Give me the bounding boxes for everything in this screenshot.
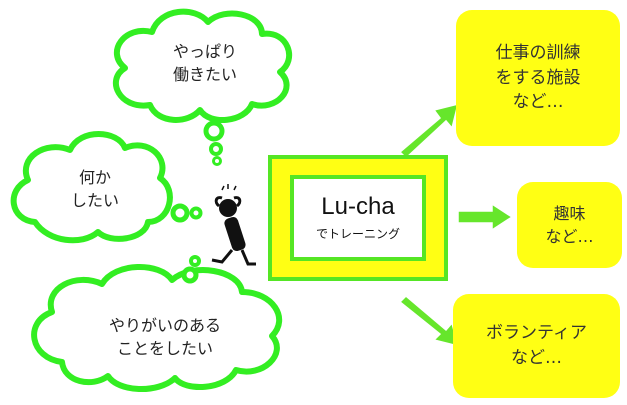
outcome-hobby-line1: 趣味 — [553, 203, 586, 223]
thought-cloud-left — [10, 131, 203, 244]
outcome-work-line3: など… — [512, 92, 564, 113]
arrow-down-right — [398, 294, 460, 348]
cloud-bottom-line1: やりがいのある — [108, 316, 221, 335]
outcome-volunteer-line2: など… — [510, 348, 562, 368]
thought-cloud-bottom — [31, 255, 283, 392]
arrow-right — [457, 202, 514, 232]
outcome-work-training: 仕事の訓練 をする施設 など… — [456, 10, 620, 146]
lucha-title: Lu-cha — [321, 193, 395, 221]
thinking-person-icon — [211, 184, 256, 266]
cloud-top-line1: やっぱり — [172, 42, 237, 61]
outcome-work-line1: 仕事の訓練 — [495, 43, 581, 64]
outcome-volunteer-line1: ボランティア — [486, 323, 587, 344]
outcome-hobby: 趣味 など… — [517, 182, 622, 268]
cloud-bottom-line2: ことをしたい — [116, 339, 213, 359]
lucha-box-inner: Lu-cha でトレーニング — [290, 175, 426, 261]
outcome-hobby-line2: など… — [545, 227, 594, 246]
outcome-work-line2: をする施設 — [495, 67, 581, 88]
lucha-box: Lu-cha でトレーニング — [268, 155, 448, 281]
cloud-top-text: やっぱり 働きたい — [150, 40, 260, 86]
thought-cloud-top — [112, 8, 293, 166]
cloud-left-line1: 何か — [78, 168, 111, 187]
arrow-up-right — [398, 102, 460, 160]
cloud-left-text: 何か したい — [50, 166, 140, 212]
cloud-left-line2: したい — [70, 191, 119, 211]
lucha-subtitle: でトレーニング — [315, 226, 400, 241]
cloud-bottom-text: やりがいのある ことをしたい — [70, 314, 260, 360]
cloud-top-line2: 働きたい — [172, 65, 237, 85]
outcome-volunteer: ボランティア など… — [453, 294, 620, 398]
